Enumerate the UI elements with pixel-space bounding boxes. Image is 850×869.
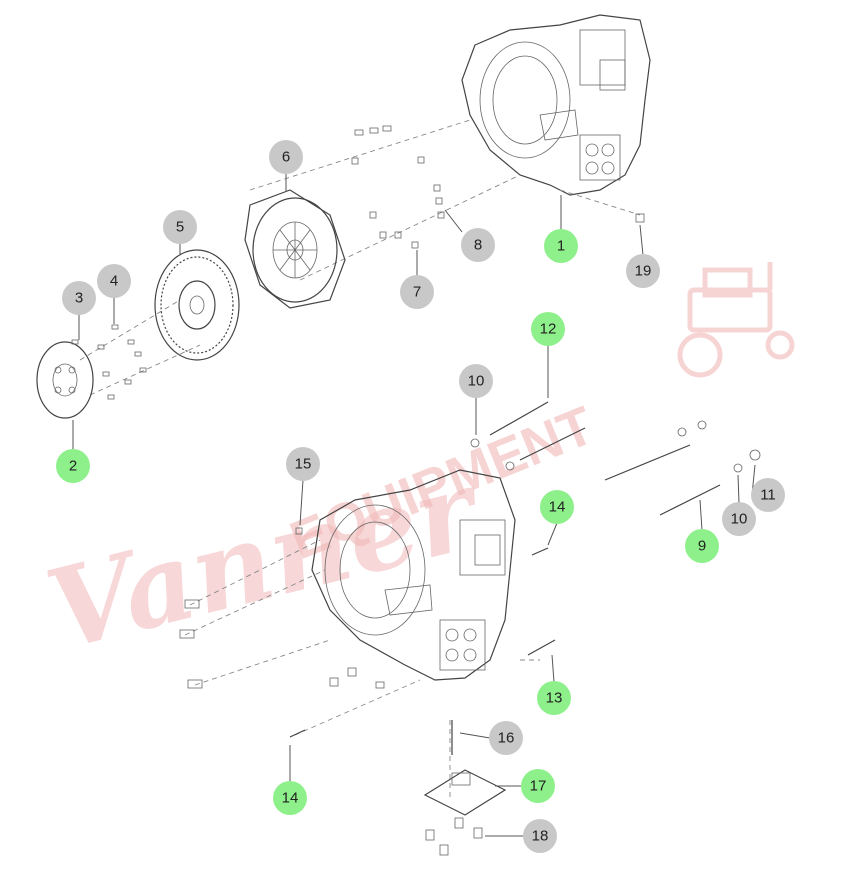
callout-number: 10	[468, 373, 485, 390]
callout-number: 9	[698, 538, 706, 555]
callout-9: 9	[685, 529, 719, 563]
lower-transmission-housing	[311, 469, 516, 681]
flexplate	[36, 341, 94, 419]
callout-7: 7	[400, 275, 434, 309]
callout-11: 11	[751, 478, 785, 512]
callout-circle	[62, 281, 96, 315]
cover-plate	[423, 720, 507, 816]
callout-14: 14	[273, 781, 307, 815]
callout-circle	[537, 681, 571, 715]
callout-number: 10	[731, 511, 748, 528]
callout-circle	[461, 228, 495, 262]
callout-number: 15	[295, 456, 312, 473]
callout-18: 18	[523, 819, 557, 853]
callout-13: 13	[537, 681, 571, 715]
callout-1: 1	[544, 229, 578, 263]
callout-circle	[523, 819, 557, 853]
callout-number: 18	[532, 828, 549, 845]
cover-bolts	[425, 817, 483, 856]
callout-14: 14	[540, 490, 574, 524]
callout-circle	[97, 264, 131, 298]
callout-19: 19	[626, 254, 660, 288]
callout-4: 4	[97, 264, 131, 298]
callout-15: 15	[286, 447, 320, 481]
callout-circle	[273, 781, 307, 815]
callout-circle	[540, 490, 574, 524]
callout-17: 17	[521, 769, 555, 803]
clutch-disc	[154, 249, 240, 361]
callout-6: 6	[269, 140, 303, 174]
callout-number: 2	[69, 458, 77, 475]
callout-number: 11	[760, 487, 776, 504]
callout-2: 2	[56, 449, 90, 483]
callout-16: 16	[489, 721, 523, 755]
callout-circle	[544, 229, 578, 263]
callout-number: 17	[530, 778, 547, 795]
callout-3: 3	[62, 281, 96, 315]
callout-circle	[163, 210, 197, 244]
watermark: Vanner EQUIPMENT	[35, 262, 795, 675]
callout-number: 3	[75, 290, 83, 307]
callout-number: 8	[474, 237, 482, 254]
callout-number: 14	[282, 790, 299, 807]
callout-circle	[489, 721, 523, 755]
bolts-bottom-group	[179, 527, 556, 738]
callout-number: 4	[110, 273, 118, 290]
callout-circle	[269, 140, 303, 174]
bolts-top-group	[351, 125, 645, 249]
small-bolts-flexplate	[71, 324, 147, 400]
callout-number: 5	[176, 219, 184, 236]
callout-number: 14	[549, 499, 566, 516]
upper-transmission-housing	[461, 14, 651, 196]
callout-circle	[521, 769, 555, 803]
callout-circle	[459, 364, 493, 398]
callout-circle	[626, 254, 660, 288]
long-studs	[470, 401, 761, 516]
assembly-guide-lines-bottom	[184, 539, 540, 800]
callout-circle	[286, 447, 320, 481]
clutch-pressure-plate	[244, 189, 346, 309]
callout-circle	[722, 502, 756, 536]
callout-number: 6	[282, 149, 290, 166]
callout-number: 13	[546, 690, 563, 707]
callout-number: 16	[498, 730, 515, 747]
callout-12: 12	[531, 312, 565, 346]
callout-circle	[751, 478, 785, 512]
tractor-watermark-icon	[677, 262, 795, 378]
leader-lines	[72, 173, 756, 837]
callout-circle	[685, 529, 719, 563]
callout-8: 8	[461, 228, 495, 262]
callout-number: 12	[540, 321, 557, 338]
callout-circle	[531, 312, 565, 346]
callout-5: 5	[163, 210, 197, 244]
callout-10: 10	[722, 502, 756, 536]
callout-10: 10	[459, 364, 493, 398]
callout-number: 19	[635, 263, 652, 280]
callout-circle	[56, 449, 90, 483]
callout-number: 7	[413, 284, 421, 301]
callout-number: 1	[557, 238, 565, 255]
assembly-guide-lines-top	[79, 119, 641, 396]
callout-circle	[400, 275, 434, 309]
